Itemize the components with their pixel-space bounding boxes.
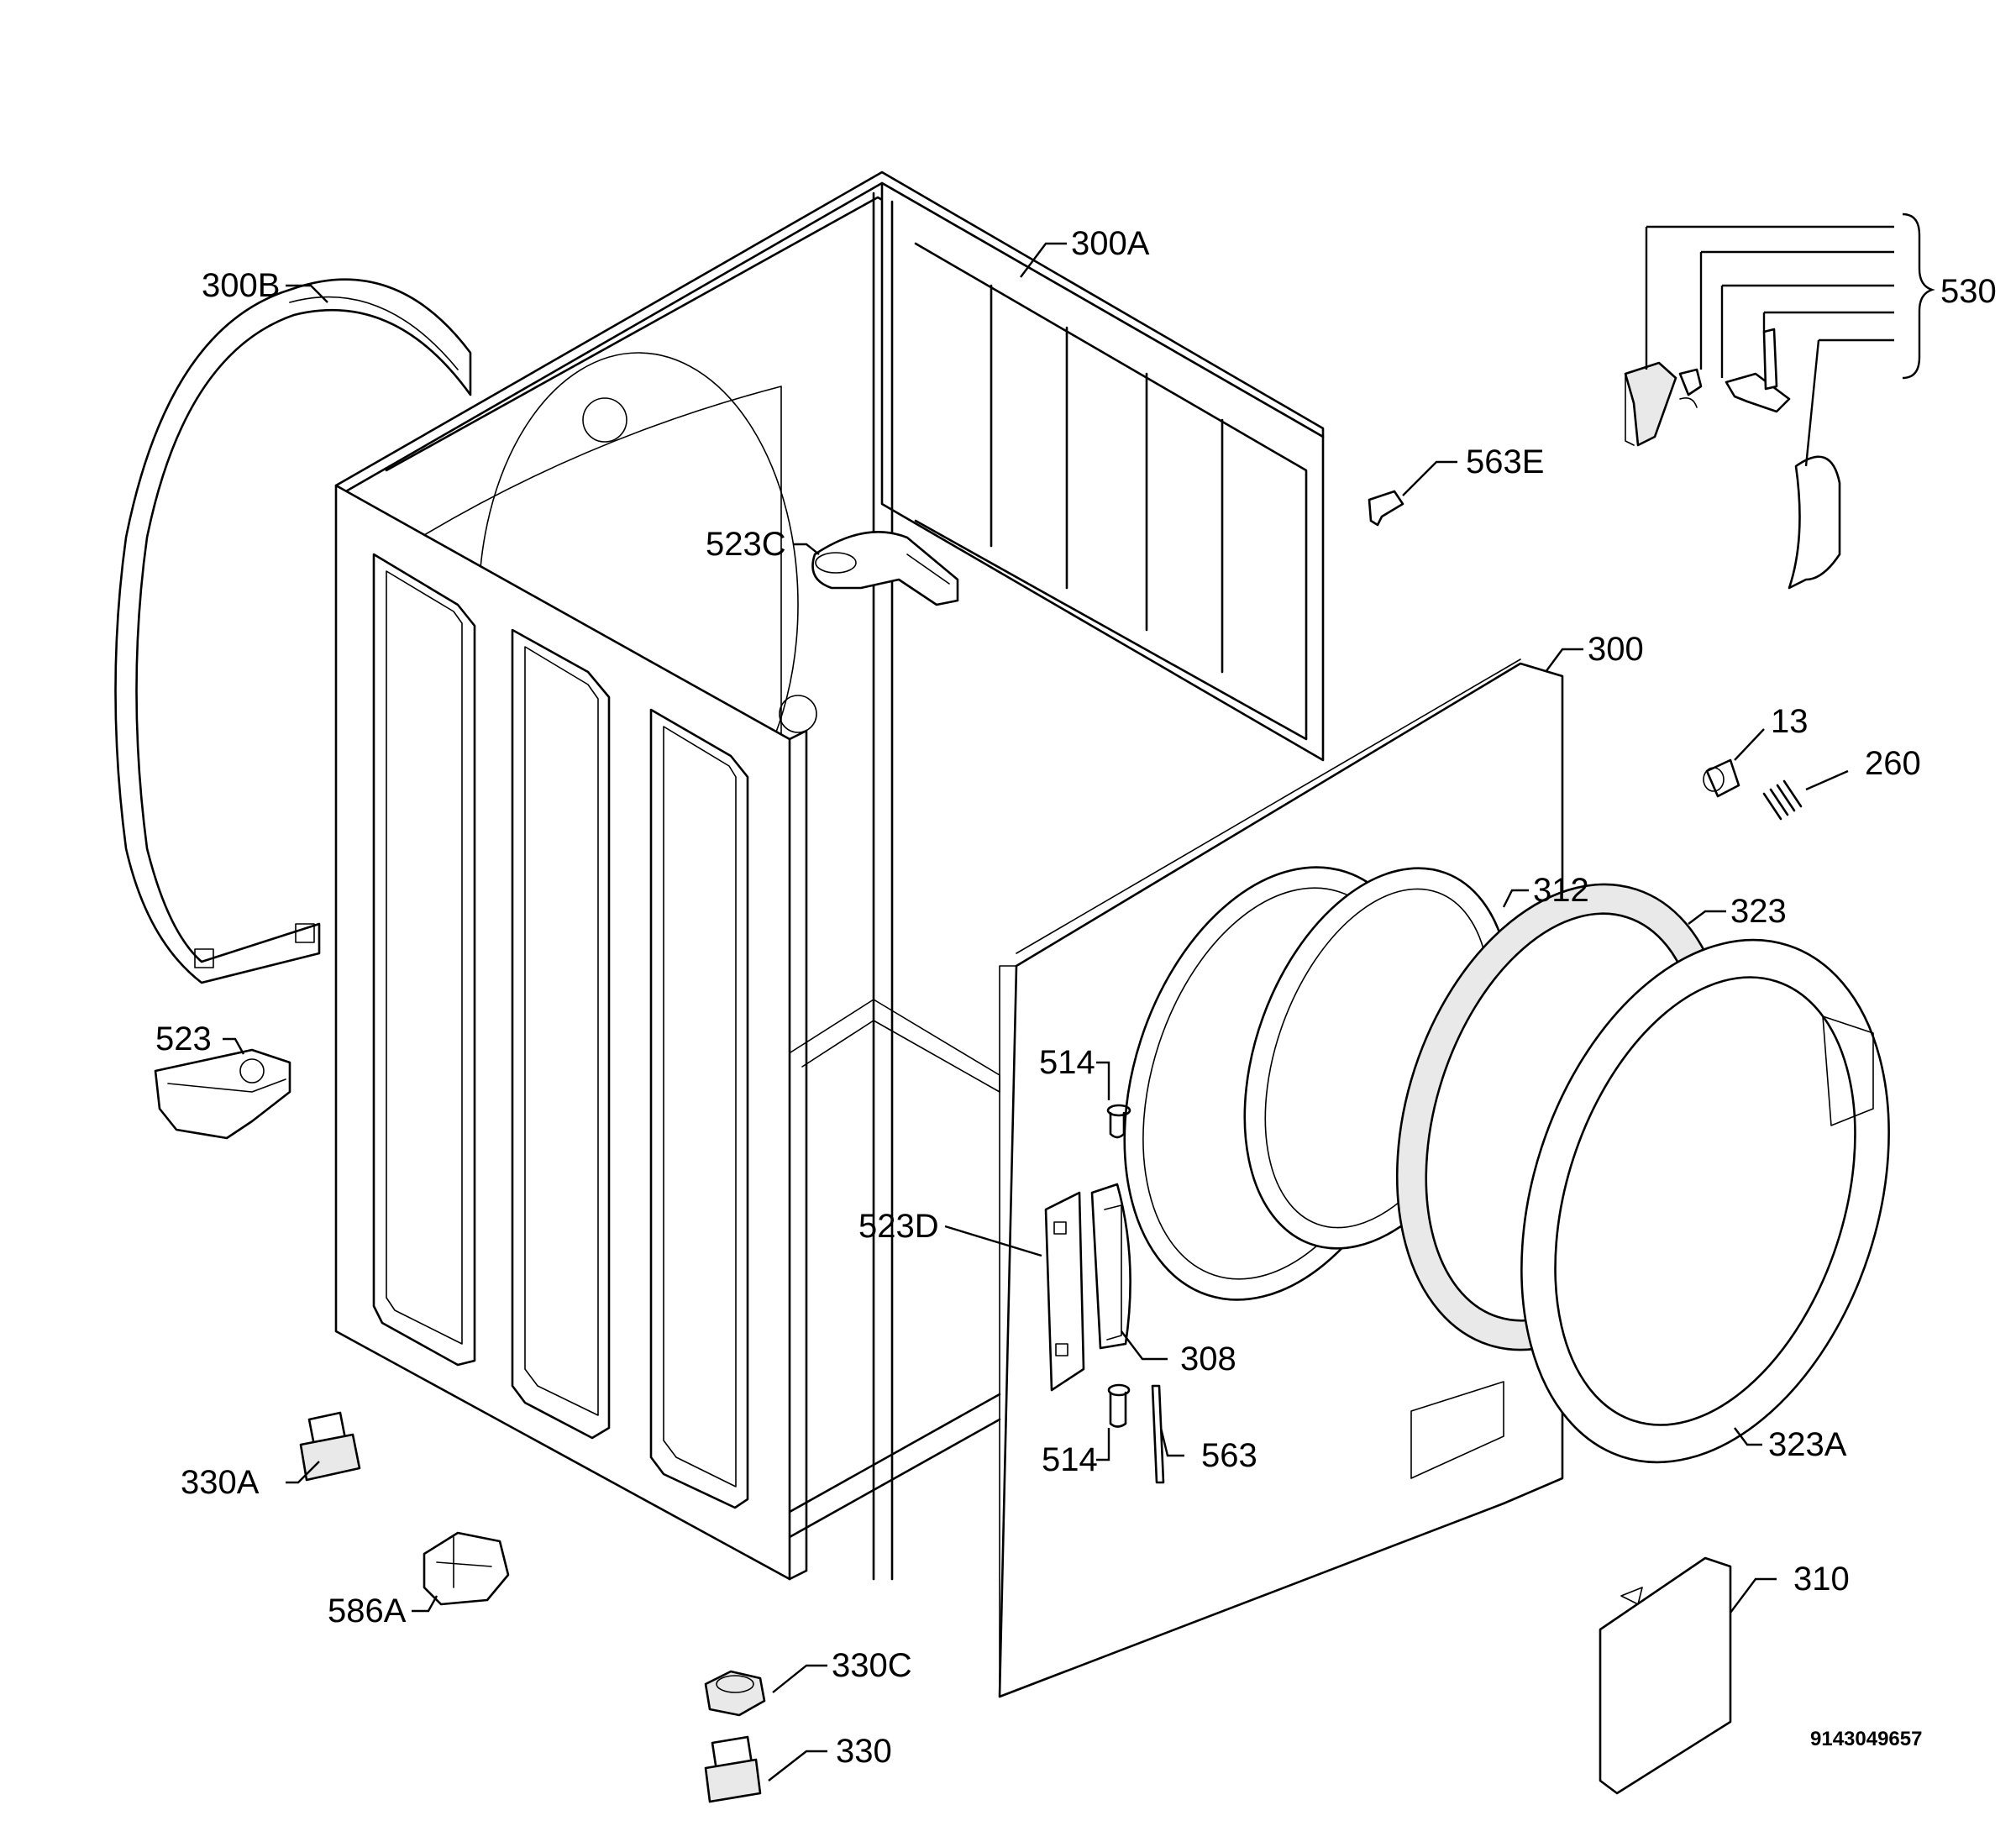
part-523-bracket (154, 1048, 291, 1140)
part-514-pin-upper (1106, 1104, 1131, 1139)
leader-lines (223, 213, 1935, 1781)
part-586A-bracket (423, 1531, 510, 1606)
label-308: 308 (1180, 1341, 1236, 1377)
part-563E-latch (1368, 490, 1404, 527)
part-330A-foot (299, 1411, 361, 1482)
part-308-hinge (1090, 1183, 1131, 1350)
label-514-upper: 514 (1039, 1044, 1095, 1081)
label-300A: 300A (1071, 225, 1150, 262)
label-323A: 323A (1768, 1426, 1847, 1463)
label-330C: 330C (832, 1647, 912, 1684)
label-310: 310 (1793, 1561, 1850, 1598)
part-300B-ring (114, 278, 472, 984)
part-labels: 300A 300B 530 563E 523C 300 13 260 312 3… (155, 225, 1997, 1770)
label-514-lower: 514 (1042, 1441, 1098, 1478)
label-300B: 300B (202, 267, 280, 304)
label-312: 312 (1533, 872, 1589, 909)
label-563E: 563E (1466, 443, 1544, 480)
part-563-rod (1151, 1384, 1165, 1484)
label-330: 330 (836, 1733, 892, 1770)
part-330C-foot-top (704, 1670, 766, 1717)
label-523C: 523C (706, 526, 786, 563)
drawing-code: 9143049657 (1810, 1728, 1922, 1750)
cabinet-body (334, 171, 1325, 1581)
part-260-spring (1762, 779, 1803, 821)
label-523D: 523D (858, 1208, 939, 1245)
label-323: 323 (1730, 893, 1787, 930)
label-563: 563 (1201, 1437, 1257, 1474)
part-330-foot (704, 1735, 762, 1803)
label-260: 260 (1865, 745, 1921, 782)
label-13: 13 (1771, 703, 1809, 740)
label-523: 523 (155, 1021, 212, 1057)
label-330A: 330A (181, 1464, 260, 1501)
part-323A-outer-door (1520, 938, 1890, 1464)
label-586A: 586A (328, 1593, 407, 1629)
part-523D-hinge-plate (1044, 1191, 1085, 1392)
label-530: 530 (1940, 273, 1997, 310)
part-523C-clip (811, 531, 959, 606)
part-530-hinge-kit (1624, 328, 1841, 590)
part-514-pin-lower (1107, 1383, 1131, 1428)
label-300: 300 (1588, 631, 1644, 668)
part-310-flap (1599, 1556, 1732, 1795)
part-13-bush (1703, 758, 1740, 798)
